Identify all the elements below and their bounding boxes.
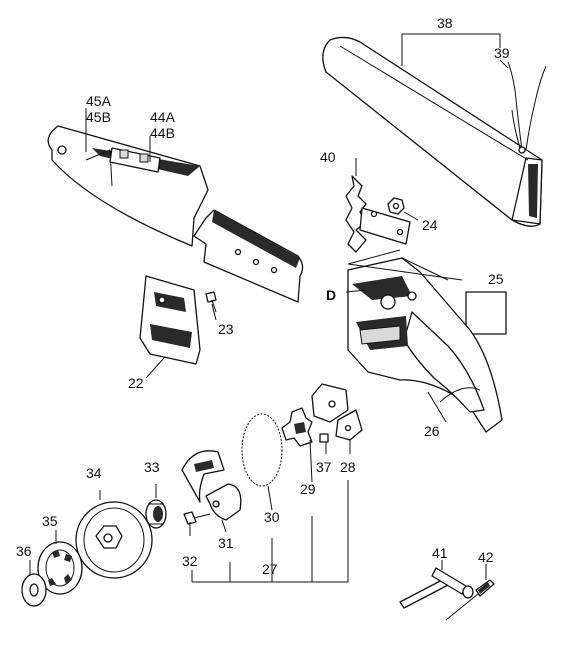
part-26-sprocket-cover	[347, 257, 503, 433]
label-35: 35	[42, 513, 58, 529]
label-31: 31	[218, 535, 234, 551]
label-29: 29	[300, 481, 316, 497]
part-38-bar-scabbard	[322, 36, 543, 227]
part-36-washer	[21, 573, 47, 607]
label-26: 26	[424, 423, 440, 439]
label-30: 30	[264, 509, 280, 525]
part-35-rim-sprocket	[37, 541, 83, 595]
label-24: 24	[422, 217, 438, 233]
label-28: 28	[340, 459, 356, 475]
part-31-clutch-shoes	[181, 450, 242, 521]
label-33: 33	[144, 459, 160, 475]
label-38: 38	[437, 15, 453, 31]
part-30-spring	[241, 413, 283, 487]
label-22: 22	[128, 375, 144, 391]
label-32: 32	[182, 553, 198, 569]
label-44b: 44B	[150, 125, 175, 141]
label-44a: 44A	[150, 109, 176, 125]
part-33-bearing	[145, 499, 167, 529]
part-23-screw	[205, 291, 217, 313]
label-40: 40	[320, 149, 336, 165]
part-44-guide-bar-rear	[193, 209, 304, 303]
label-37: 37	[316, 459, 332, 475]
part-34-clutch-drum	[75, 501, 153, 579]
part-45-guide-bar	[47, 125, 209, 247]
part-42-screwdriver	[445, 579, 495, 621]
part-39-cord	[507, 61, 547, 154]
part-25-label	[465, 291, 507, 335]
label-D: D	[326, 287, 336, 303]
leader-lines	[29, 33, 509, 583]
label-42: 42	[478, 549, 494, 565]
part-32-screw	[183, 511, 211, 525]
label-34: 34	[86, 465, 102, 481]
part-40-plate	[345, 175, 411, 253]
label-39: 39	[494, 45, 510, 61]
label-41: 41	[432, 545, 448, 561]
label-27: 27	[262, 561, 278, 577]
part-29-clutch-hub	[281, 407, 313, 447]
part-labels: 38 39 45A 45B 44A 44B 40 24 25 D 23 22 2…	[16, 15, 510, 577]
part-22-plate	[139, 275, 201, 365]
part-24-nut	[387, 197, 405, 215]
label-36: 36	[16, 543, 32, 559]
label-23: 23	[218, 321, 234, 337]
part-28-clutch-plate	[311, 383, 363, 441]
part-37-spacer	[319, 433, 329, 443]
label-25: 25	[488, 271, 504, 287]
label-45b: 45B	[86, 109, 111, 125]
part-41-wrench	[399, 567, 474, 609]
label-45a: 45A	[86, 93, 112, 109]
